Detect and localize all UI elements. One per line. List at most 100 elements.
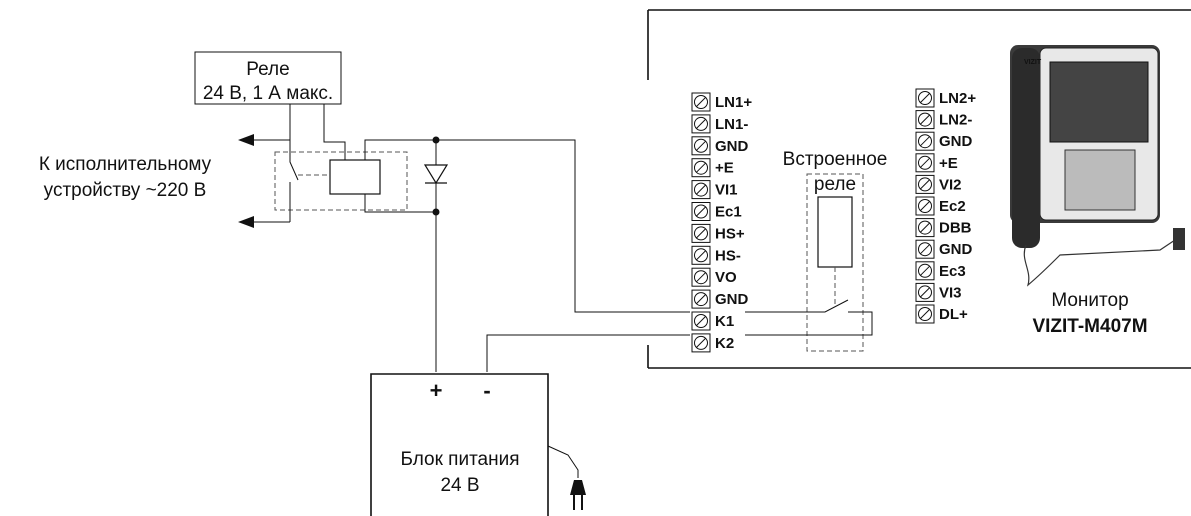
screw-icon xyxy=(918,220,932,235)
screw-icon xyxy=(918,155,932,170)
screw-icon xyxy=(918,177,932,192)
terminal-label: K2 xyxy=(715,335,734,352)
coil-to-diode-bottom-wire xyxy=(364,194,436,213)
relay-label-line1: Реле xyxy=(246,59,289,80)
screw-slot xyxy=(696,140,706,151)
terminal-label: DBB xyxy=(939,220,972,237)
screw-slot xyxy=(920,309,930,319)
screw-icon xyxy=(918,134,932,149)
screw-icon xyxy=(694,226,708,241)
screw-icon xyxy=(694,138,708,153)
screw-slot xyxy=(920,93,930,103)
screw-icon xyxy=(694,248,708,263)
arrow-left-icon xyxy=(238,216,254,228)
screw-icon xyxy=(694,314,708,328)
screw-slot xyxy=(920,265,930,276)
terminal-label: VI3 xyxy=(939,284,962,301)
screw-slot xyxy=(920,114,930,125)
terminal-label: Ec2 xyxy=(939,198,966,215)
power-plus-label: + xyxy=(430,378,443,403)
builtin-relay-enclosure xyxy=(806,173,864,352)
screw-slot xyxy=(920,222,930,233)
terminal-label: +E xyxy=(939,155,958,172)
screw-icon xyxy=(694,335,708,350)
monitor-image: VIZIT xyxy=(1010,45,1185,287)
builtin-relay-label-line2: реле xyxy=(814,174,856,195)
coil-to-k1-wire xyxy=(364,139,690,313)
terminal-label: DL+ xyxy=(939,306,968,323)
screw-icon xyxy=(694,95,708,109)
builtin-relay-label-line1: Встроенное xyxy=(783,149,888,170)
power-supply-box xyxy=(370,373,549,516)
actuator-label-line1: К исполнительному xyxy=(39,154,212,175)
arrow-left-icon xyxy=(238,134,254,146)
external-relay-coil xyxy=(329,159,381,195)
builtin-relay-coil xyxy=(817,196,853,268)
monitor-brand: VIZIT xyxy=(1024,59,1042,66)
terminal-label: K1 xyxy=(715,313,734,330)
terminal-label: +E xyxy=(715,160,734,177)
screw-icon xyxy=(694,270,708,285)
screw-slot xyxy=(696,206,706,217)
screw-icon xyxy=(918,285,932,300)
monitor-label: Монитор xyxy=(1051,290,1128,311)
screw-slot xyxy=(696,119,706,129)
screw-icon xyxy=(694,116,708,131)
diode-icon xyxy=(423,164,449,185)
external-relay-contact xyxy=(289,140,299,222)
terminal-label: VO xyxy=(715,269,737,286)
terminal-label: LN2- xyxy=(939,112,972,129)
terminal-label: GND xyxy=(939,133,973,150)
power-supply-label-line1: Блок питания xyxy=(400,449,519,470)
screw-slot xyxy=(696,228,706,239)
screw-slot xyxy=(920,179,930,190)
screw-slot xyxy=(696,97,706,107)
builtin-relay-contact xyxy=(745,299,873,336)
terminal-label: GND xyxy=(715,138,749,155)
junction-dot xyxy=(432,208,440,216)
relay-pointer-line xyxy=(323,104,346,160)
terminal-label: VI2 xyxy=(939,176,962,193)
screw-icon xyxy=(918,263,932,278)
screw-icon xyxy=(918,112,932,127)
terminal-label: GND xyxy=(939,241,973,258)
terminal-label: HS+ xyxy=(715,225,745,242)
terminal-label: Ec3 xyxy=(939,263,966,280)
screw-slot xyxy=(920,287,930,298)
power-supply-label-line2: 24 В xyxy=(440,475,479,496)
junction-dot xyxy=(432,136,440,144)
screw-icon xyxy=(918,199,932,213)
screw-slot xyxy=(920,201,930,211)
screw-slot xyxy=(696,272,706,283)
monitor-model: VIZIT-M407M xyxy=(1032,316,1147,337)
terminal-label: LN1- xyxy=(715,116,748,133)
screw-slot xyxy=(696,338,706,348)
screw-slot xyxy=(920,244,930,255)
k2-to-minus-wire xyxy=(486,334,690,372)
screw-slot xyxy=(696,162,706,173)
terminal-label: LN2+ xyxy=(939,90,976,107)
terminal-label: Ec1 xyxy=(715,204,742,221)
terminal-label: HS- xyxy=(715,247,741,264)
power-plug-icon xyxy=(570,480,586,510)
screw-icon xyxy=(694,204,708,219)
power-minus-label: - xyxy=(483,378,490,403)
screw-icon xyxy=(918,242,932,257)
actuator-label-line2: устройству ~220 В xyxy=(44,180,207,201)
screw-icon xyxy=(918,91,932,105)
screw-icon xyxy=(694,182,708,197)
terminal-label: VI1 xyxy=(715,182,738,199)
screw-slot xyxy=(696,250,706,261)
screw-icon xyxy=(694,292,708,307)
screw-slot xyxy=(696,184,706,195)
screw-slot xyxy=(696,316,706,326)
screw-slot xyxy=(920,136,930,147)
terminal-label: GND xyxy=(715,291,749,308)
screw-slot xyxy=(696,294,706,304)
power-cord xyxy=(547,445,579,478)
relay-label-box xyxy=(194,51,342,105)
monitor-board-outline xyxy=(647,9,1191,369)
